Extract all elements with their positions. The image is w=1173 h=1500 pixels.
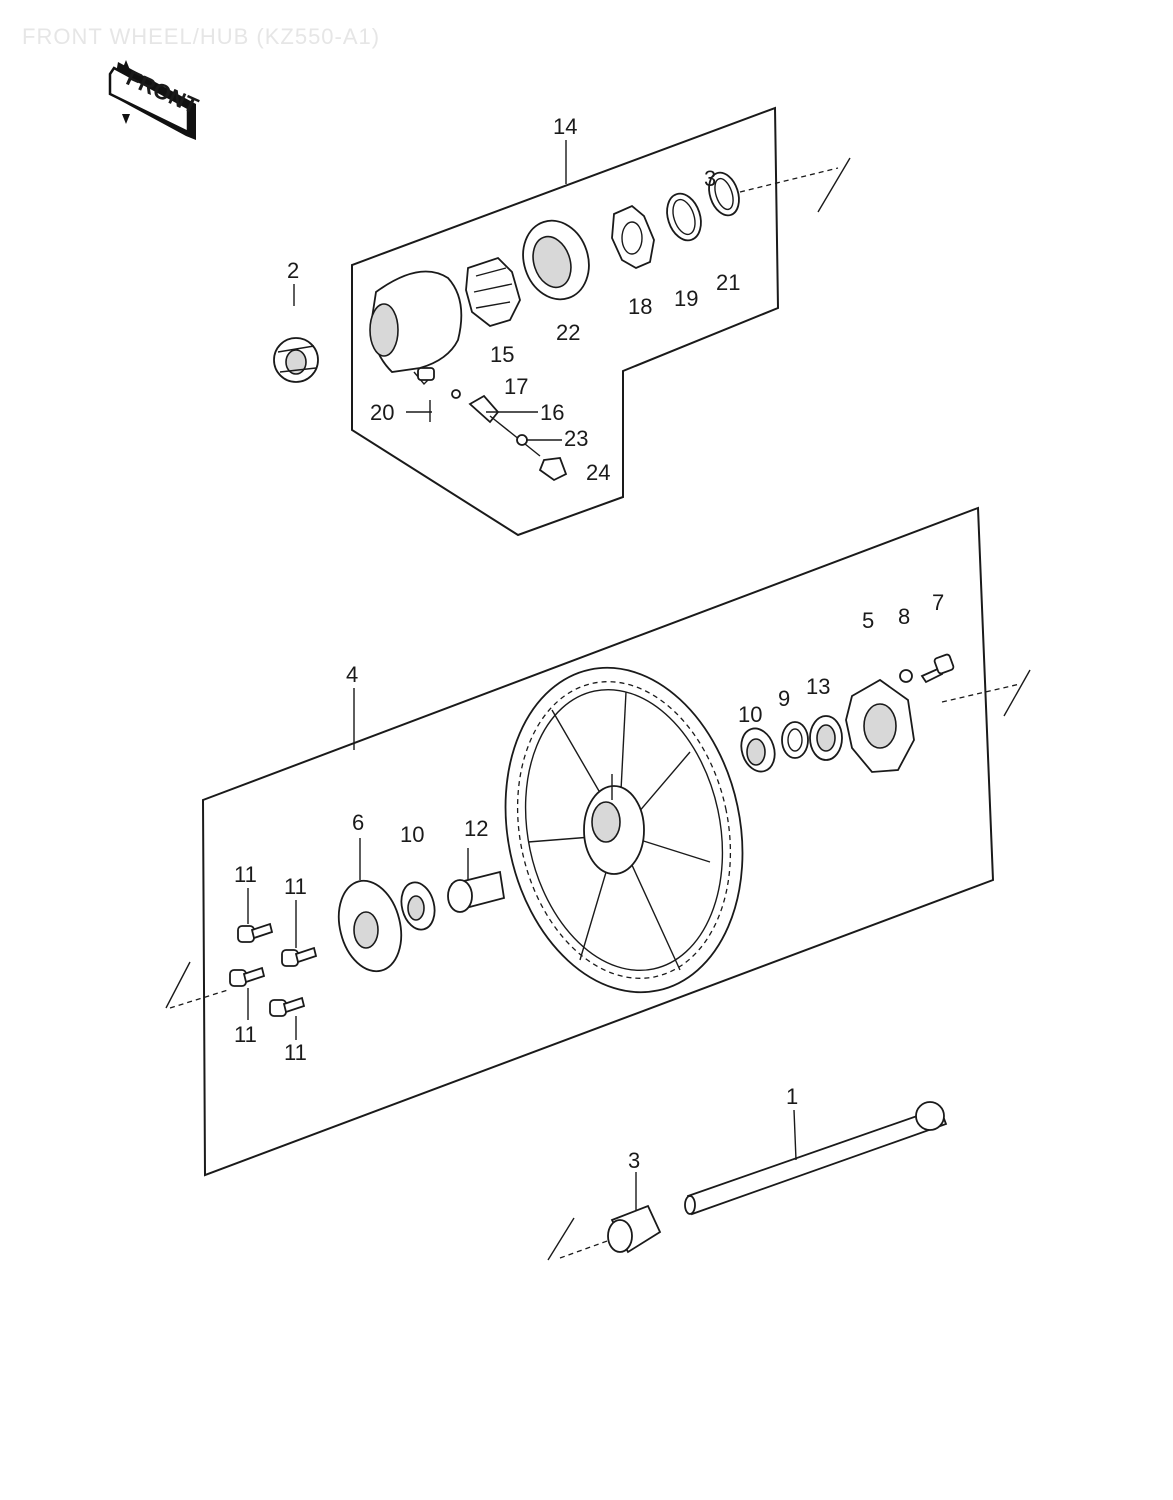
callout-21: 21 xyxy=(716,270,740,295)
oil-seal-13 xyxy=(809,715,843,761)
callout-4: 4 xyxy=(346,662,358,687)
callout-5: 5 xyxy=(862,608,874,633)
front-wheel xyxy=(504,666,744,994)
bolt-7 xyxy=(920,653,955,684)
callout-11-bottom-right: 11 xyxy=(284,1040,307,1065)
bearing-10-right xyxy=(740,727,776,773)
callout-23: 23 xyxy=(564,426,588,451)
callout-9: 9 xyxy=(778,686,790,711)
collar-9 xyxy=(781,721,809,759)
callout-20: 20 xyxy=(370,400,394,425)
callout-24: 24 xyxy=(586,460,610,485)
gear-drive-18 xyxy=(611,204,655,270)
drum-cover-5 xyxy=(845,678,915,773)
speedometer-gear-housing xyxy=(369,270,463,386)
callout-2: 2 xyxy=(287,258,299,283)
callout-13: 13 xyxy=(806,674,830,699)
lower-axis-left-arrow xyxy=(165,961,191,1009)
callout-14: 14 xyxy=(553,114,577,139)
callout-17: 17 xyxy=(504,374,528,399)
front-direction-badge: FRONT xyxy=(108,60,202,140)
callout-10-right: 10 xyxy=(738,702,762,727)
callout-22: 22 xyxy=(556,320,580,345)
distance-collar-12 xyxy=(447,870,506,913)
page-title: FRONT WHEEL/HUB (KZ550-A1) xyxy=(22,24,381,49)
lower-axis-right xyxy=(941,683,1021,703)
callout-6: 6 xyxy=(352,810,364,835)
axle-nut-3 xyxy=(607,1204,662,1254)
callout-7: 7 xyxy=(932,590,944,615)
callout-3-upper: 3 xyxy=(704,166,716,191)
circlip-21 xyxy=(708,171,740,217)
axle-1 xyxy=(684,1101,948,1216)
upper-axis-line xyxy=(739,167,839,193)
speedometer-gear xyxy=(465,256,521,327)
upper-axis-arrow xyxy=(817,157,851,213)
lower-panel-outline xyxy=(201,506,995,1177)
lower-axis-right-arrow xyxy=(1003,669,1031,717)
callout-16: 16 xyxy=(540,400,564,425)
upper-panel-outline xyxy=(351,106,780,537)
callout-12: 12 xyxy=(464,816,488,841)
ring-19 xyxy=(666,192,702,242)
nut-2 xyxy=(273,337,319,383)
lower-axis-left xyxy=(169,989,229,1009)
callout-8: 8 xyxy=(898,604,910,629)
callout-1: 1 xyxy=(786,1084,798,1109)
bearing-10-left xyxy=(400,881,436,931)
axle-axis-arrow xyxy=(547,1217,575,1261)
speedometer-pinion-16 xyxy=(451,389,568,482)
callout-19: 19 xyxy=(674,286,698,311)
callout-18: 18 xyxy=(628,294,652,319)
brake-disc-6 xyxy=(337,879,403,973)
callout-3-lower: 3 xyxy=(628,1148,640,1173)
oil-seal-22 xyxy=(522,219,590,301)
disc-bolts-11 xyxy=(229,922,318,1017)
callout-11-top-right: 11 xyxy=(284,874,307,899)
callout-11-bottom-left: 11 xyxy=(234,1022,257,1047)
callout-11-top-left: 11 xyxy=(234,862,257,887)
axle-axis xyxy=(559,1239,611,1259)
leader-lines xyxy=(247,140,797,1210)
washer-8 xyxy=(899,669,913,683)
callout-10-left: 10 xyxy=(400,822,424,847)
callout-15: 15 xyxy=(490,342,514,367)
